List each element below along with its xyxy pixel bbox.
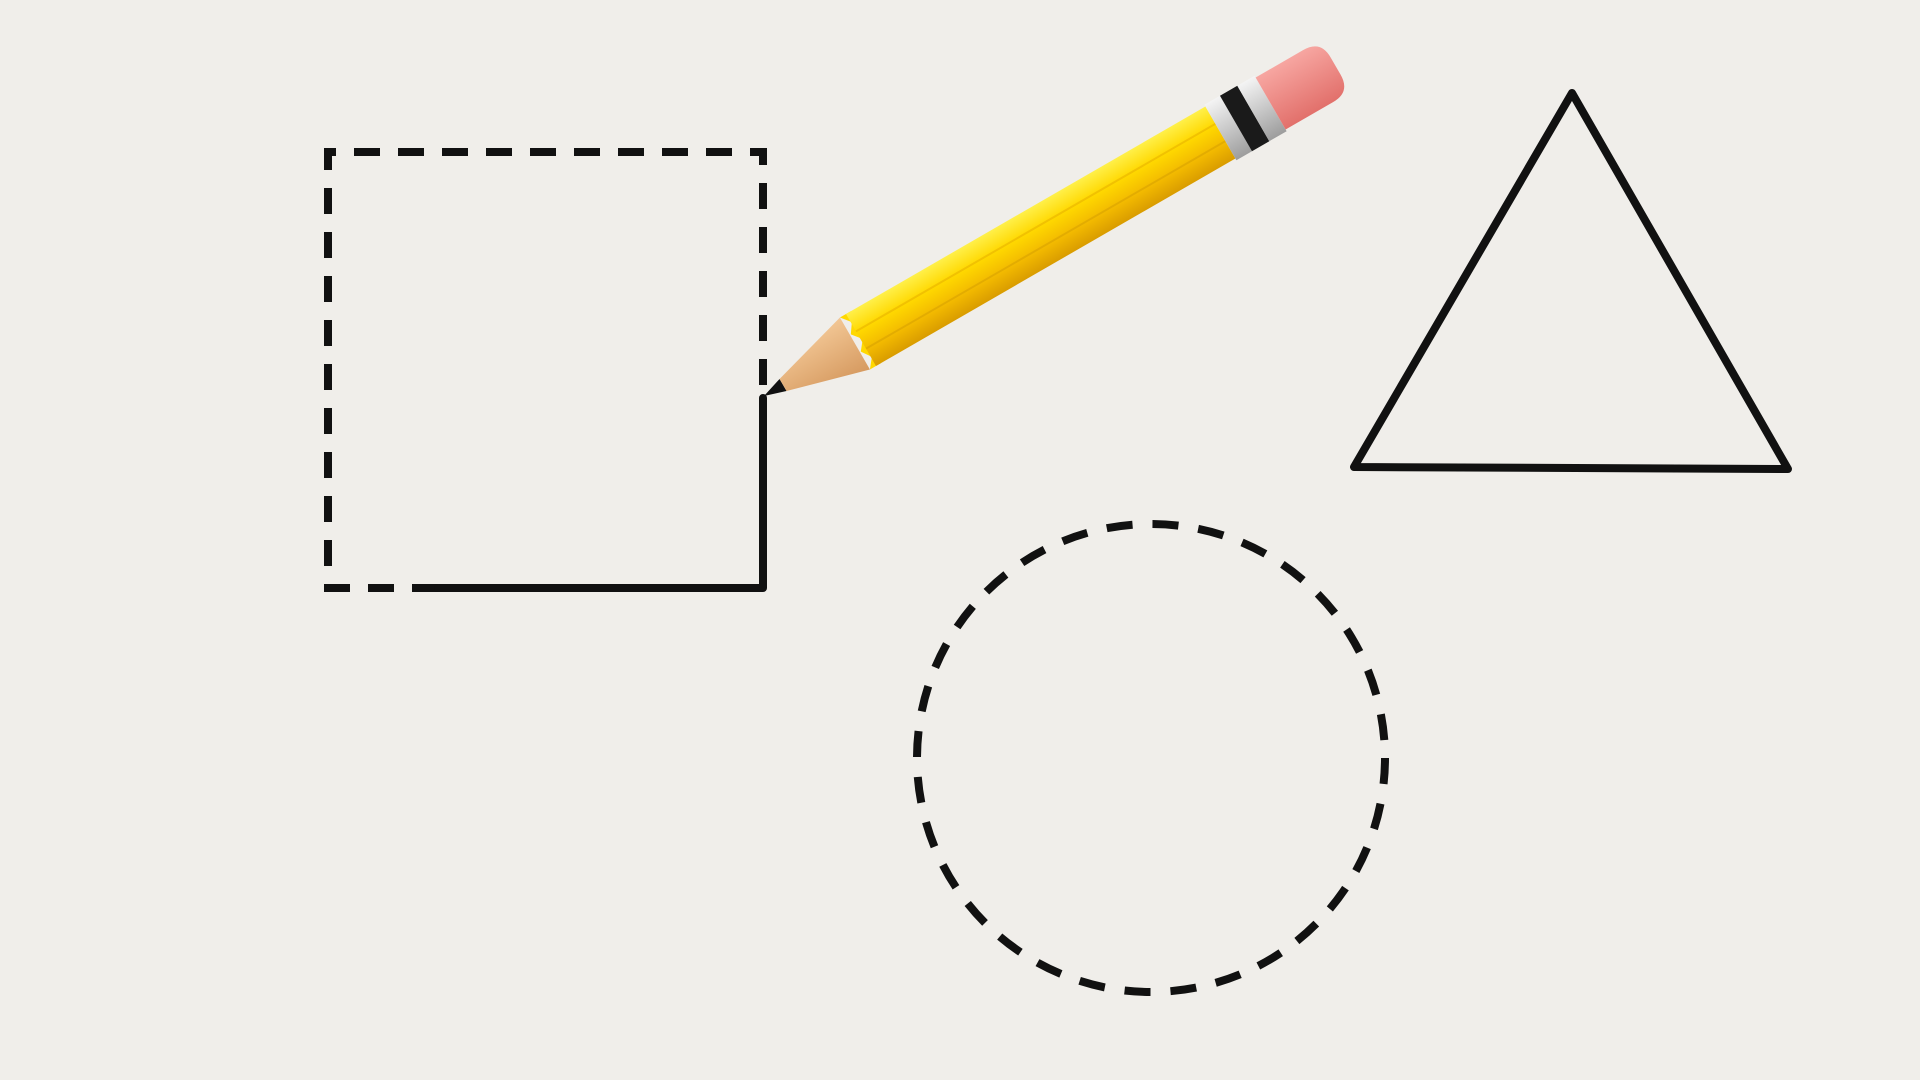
circle-dashed-outline <box>913 520 1389 996</box>
square-shape[interactable] <box>324 148 767 592</box>
square-dashed-outline <box>324 148 767 592</box>
pencil-icon[interactable] <box>748 38 1352 423</box>
circle-shape[interactable] <box>913 520 1389 996</box>
pencil-band <box>1219 85 1270 152</box>
pencil-body <box>845 106 1236 366</box>
pencil-ferrule <box>1204 95 1252 161</box>
pencil-lead <box>764 378 787 396</box>
pencil-wood-tip <box>779 317 870 392</box>
square-traced-line <box>434 394 767 592</box>
triangle-shape[interactable] <box>1350 89 1792 473</box>
pencil-eraser <box>1255 46 1345 130</box>
triangle-traced-line <box>1350 89 1792 473</box>
